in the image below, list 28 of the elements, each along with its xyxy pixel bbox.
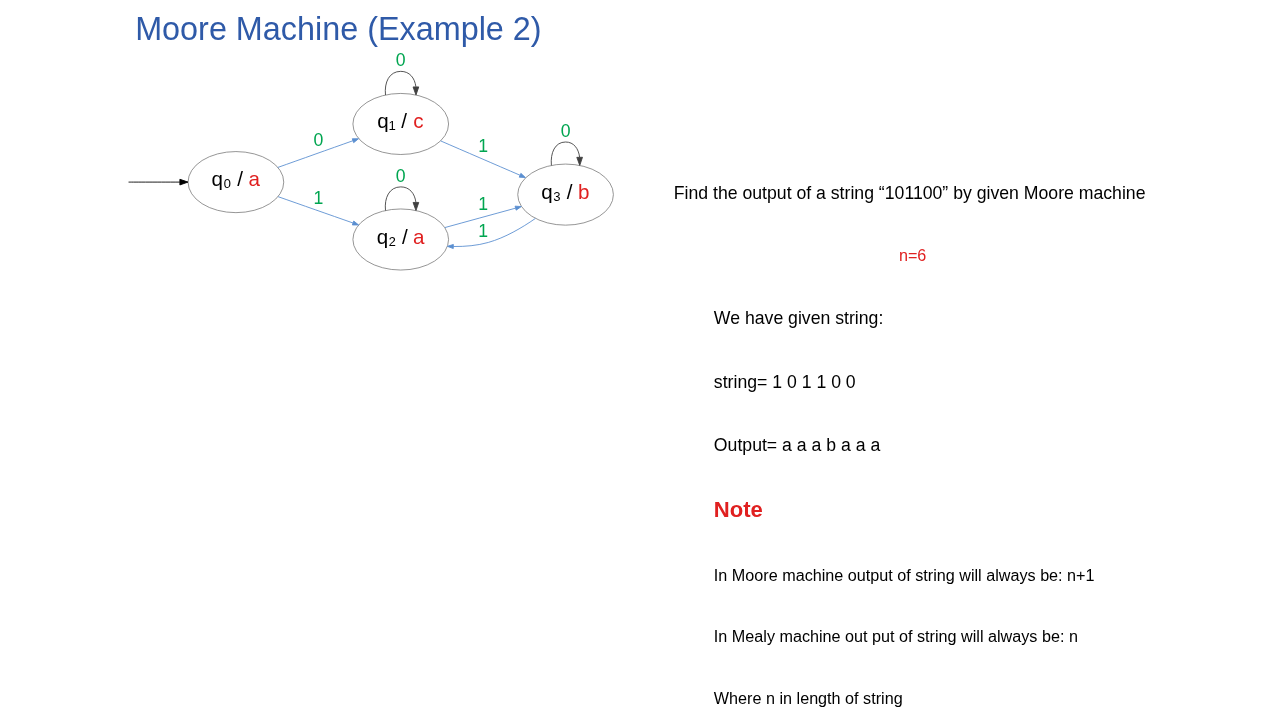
arrow <box>440 140 526 179</box>
node-ellipse: q₀ / a <box>187 151 285 213</box>
arrow <box>384 186 420 211</box>
label: In Mealy machine out put of string will always be: n <box>713 627 1078 646</box>
arrow <box>384 70 420 96</box>
arrow <box>277 196 360 226</box>
label: Output= a a a b a a a <box>713 434 881 455</box>
edge-label: 0 <box>313 130 324 151</box>
edge-label: 1 <box>478 194 489 215</box>
arrow <box>444 205 522 229</box>
diagram-title: Moore Machine (Example 2) <box>135 10 542 47</box>
edge-label: 0 <box>395 165 406 186</box>
label: Find the output of a string “101100” by given Moore machine <box>673 183 1146 204</box>
arrow <box>128 178 189 186</box>
edge-label: 0 <box>560 121 571 141</box>
label: We have given string: <box>713 308 884 329</box>
label: n=6 <box>898 246 927 265</box>
edge-label: 1 <box>478 221 489 242</box>
label: Note <box>713 496 763 522</box>
edge-label: 1 <box>313 187 324 208</box>
label: Where n in length of string <box>713 689 903 708</box>
label: In Moore machine output of string will always be: n+1 <box>713 565 1095 584</box>
label: string= 1 0 1 1 0 0 <box>713 371 856 392</box>
arrow <box>447 217 536 249</box>
arrow <box>550 141 583 166</box>
arrow <box>277 138 359 168</box>
edge-label: 0 <box>395 50 406 71</box>
edge-label: 1 <box>478 136 489 157</box>
